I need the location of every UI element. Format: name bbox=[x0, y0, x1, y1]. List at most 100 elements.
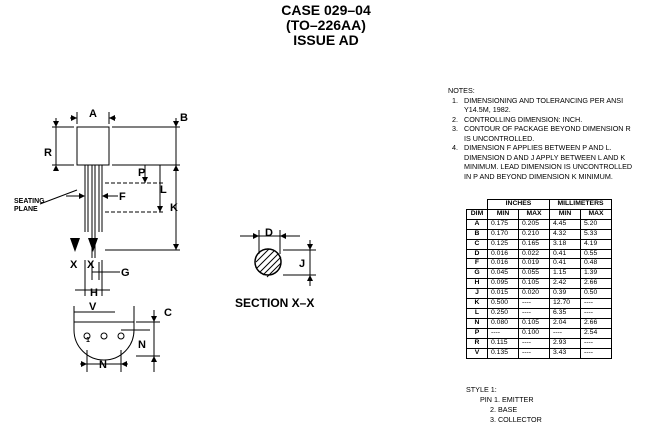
value-cell: 0.020 bbox=[518, 288, 550, 300]
note-line: DIMENSIONING AND TOLERANCING PER ANSI bbox=[464, 95, 624, 105]
value-cell: 0.016 bbox=[487, 248, 519, 260]
value-cell: 1.39 bbox=[580, 268, 612, 280]
value-cell: 2.04 bbox=[549, 317, 581, 329]
value-cell: 2.66 bbox=[580, 317, 612, 329]
value-cell: 2.42 bbox=[549, 278, 581, 290]
label-x-left: X bbox=[70, 259, 78, 271]
value-cell: 0.105 bbox=[518, 278, 550, 290]
note-number: 4. bbox=[452, 143, 458, 152]
value-cell: 1.15 bbox=[549, 268, 581, 280]
value-cell: 0.115 bbox=[487, 337, 519, 349]
style-pin-2: 2. BASE bbox=[490, 405, 518, 414]
style-pin-3: 3. COLLECTOR bbox=[490, 415, 542, 424]
label-c: C bbox=[164, 307, 172, 319]
value-cell: 3.18 bbox=[549, 238, 581, 250]
table-row: P----0.100----2.54 bbox=[466, 327, 612, 339]
note-number: 2. bbox=[452, 114, 458, 124]
dim-cell: L bbox=[466, 307, 488, 319]
label-f: F bbox=[119, 191, 126, 203]
note-line: DIMENSION D AND J APPLY BETWEEN L AND K bbox=[464, 152, 626, 162]
notes-heading: NOTES: bbox=[448, 86, 475, 95]
value-cell: 0.205 bbox=[518, 218, 550, 230]
value-cell: 0.125 bbox=[487, 238, 519, 250]
value-cell: 0.016 bbox=[487, 258, 519, 270]
package-body bbox=[76, 126, 110, 166]
dim-cell: V bbox=[466, 347, 488, 359]
value-cell: 0.055 bbox=[518, 268, 550, 280]
label-seating: SEATING bbox=[14, 198, 45, 205]
value-cell: ---- bbox=[549, 327, 581, 339]
note-number: 1. bbox=[452, 95, 458, 105]
value-cell: 0.045 bbox=[487, 268, 519, 280]
label-h: H bbox=[90, 287, 98, 299]
bottom-view-body bbox=[73, 321, 135, 361]
dim-cell: F bbox=[466, 258, 488, 270]
value-cell: 0.170 bbox=[487, 228, 519, 240]
note-line: MINIMUM. LEAD DIMENSION IS UNCONTROLLED bbox=[464, 162, 633, 171]
note-line: Y14.5M, 1982. bbox=[464, 105, 511, 114]
value-cell: 12.70 bbox=[549, 298, 581, 309]
label-d: D bbox=[265, 227, 273, 239]
label-pin-one: 1 bbox=[86, 337, 90, 344]
label-k: K bbox=[170, 202, 178, 214]
value-cell: 0.022 bbox=[518, 248, 550, 260]
dim-cell: H bbox=[466, 278, 488, 290]
table-header-cell: MAX bbox=[580, 208, 612, 220]
label-a: A bbox=[89, 108, 97, 120]
dim-cell: C bbox=[466, 238, 488, 250]
value-cell: 4.45 bbox=[549, 218, 581, 230]
value-cell: 0.095 bbox=[487, 278, 519, 290]
value-cell: 0.015 bbox=[487, 288, 519, 300]
note-line: DIMENSION F APPLIES BETWEEN P AND L. bbox=[464, 143, 612, 152]
dim-cell: G bbox=[466, 268, 488, 280]
value-cell: 0.41 bbox=[549, 248, 581, 260]
value-cell: 0.250 bbox=[487, 307, 519, 319]
style-block: STYLE 1: PIN 1. EMITTER 2. BASE 3. COLLE… bbox=[466, 385, 542, 425]
value-cell: ---- bbox=[580, 347, 612, 359]
value-cell: 0.48 bbox=[580, 258, 612, 270]
label-v: V bbox=[89, 301, 97, 313]
value-cell: 2.66 bbox=[580, 278, 612, 290]
value-cell: 0.165 bbox=[518, 238, 550, 250]
value-cell: ---- bbox=[580, 307, 612, 319]
dim-cell: P bbox=[466, 327, 488, 339]
note-line: IN P AND BEYOND DIMENSION K MINIMUM. bbox=[464, 171, 613, 181]
value-cell: 0.50 bbox=[580, 288, 612, 300]
table-header-cell: MAX bbox=[518, 208, 550, 220]
section-title: SECTION X–X bbox=[235, 296, 315, 310]
label-p: P bbox=[138, 167, 145, 179]
label-j: J bbox=[299, 258, 305, 270]
note-line: CONTROLLING DIMENSION: INCH. bbox=[464, 114, 583, 124]
note-line: CONTOUR OF PACKAGE BEYOND DIMENSION R bbox=[464, 124, 631, 133]
value-cell: 0.100 bbox=[518, 327, 550, 339]
dim-cell: D bbox=[466, 248, 488, 260]
value-cell: ---- bbox=[487, 327, 519, 339]
value-cell: ---- bbox=[518, 347, 550, 359]
label-n-bottom: N bbox=[99, 359, 107, 371]
case-title: CASE 029–04 bbox=[281, 2, 371, 18]
value-cell: 2.93 bbox=[549, 337, 581, 349]
value-cell: 0.175 bbox=[487, 218, 519, 230]
notes-block: NOTES: 1. DIMENSIONING AND TOLERANCING PE… bbox=[448, 86, 648, 181]
table-header-cell: MIN bbox=[487, 208, 519, 220]
table-header-cell: DIM bbox=[466, 208, 488, 220]
value-cell: 0.500 bbox=[487, 298, 519, 309]
value-cell: ---- bbox=[518, 307, 550, 319]
note-line: IS UNCONTROLLED. bbox=[464, 133, 535, 143]
table-header-cell: MIN bbox=[549, 208, 581, 220]
